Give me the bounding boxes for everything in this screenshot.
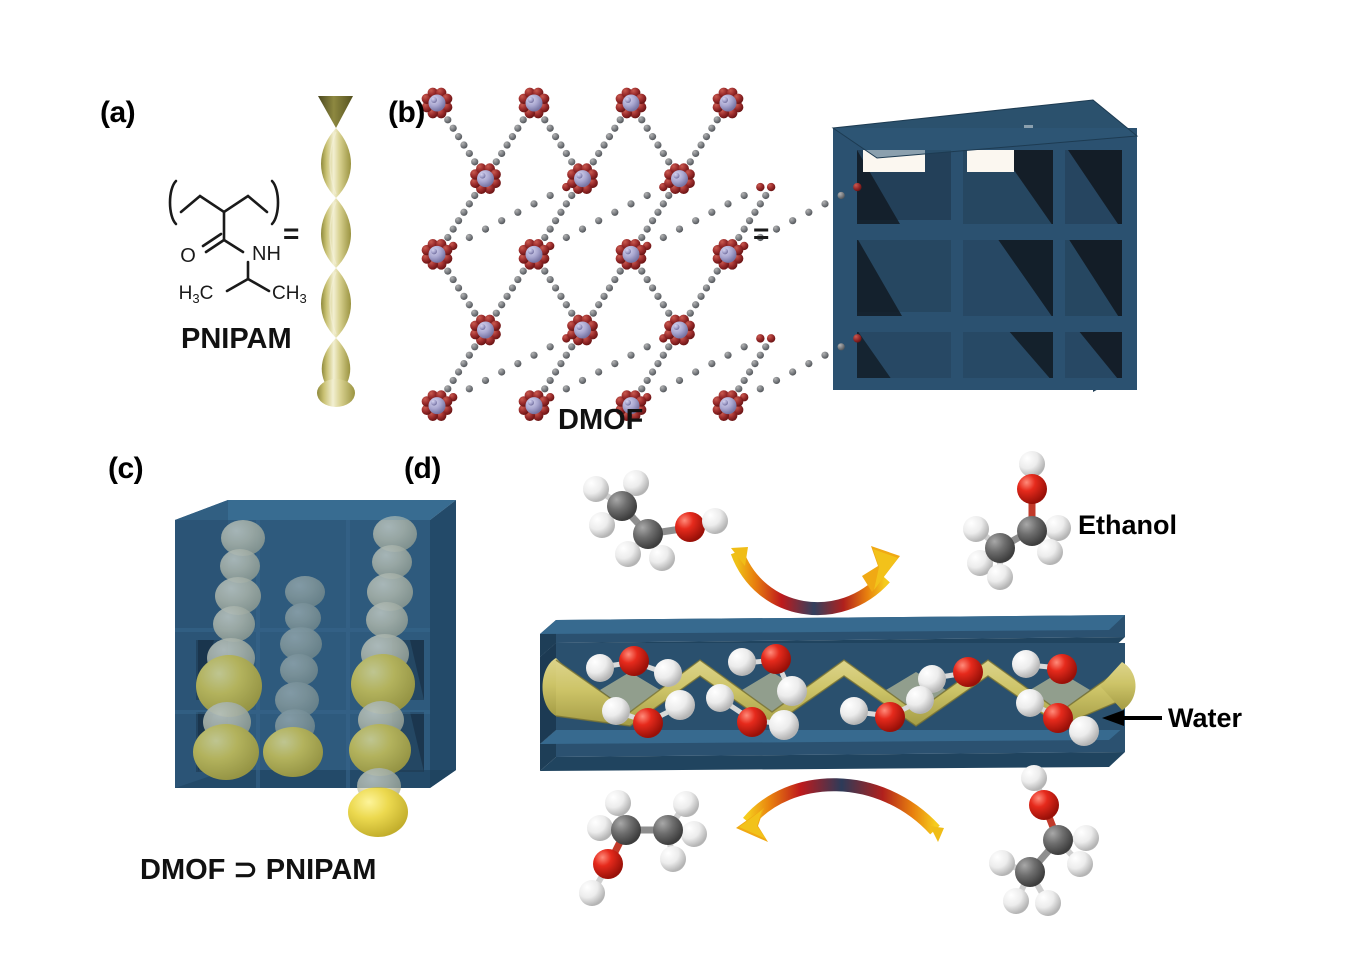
water-molecule [1012, 650, 1077, 684]
panel-label-a: (a) [100, 96, 136, 129]
pnipam-chain-middle [275, 576, 325, 743]
panel-label-c: (c) [108, 452, 144, 485]
water-molecule [918, 657, 983, 693]
pnipam-zigzag-chain [542, 658, 1136, 727]
equals-sign-b: = [753, 218, 770, 249]
amide-nh-label: NH [252, 243, 281, 265]
water-molecule [706, 684, 799, 740]
ethanol-molecule-bottom-right [989, 765, 1099, 916]
ethanol-molecule-top-left [583, 470, 728, 571]
pnipam-bead-middle-front [263, 727, 323, 777]
mof-channel-slab [540, 615, 1125, 771]
water-molecule [602, 690, 695, 738]
reaction-arrow-top-rightward [730, 546, 900, 616]
pnipam-skeletal-formula [168, 179, 280, 293]
dmof-lattice-beads [421, 87, 862, 422]
panel-label-b: (b) [388, 96, 425, 129]
pnipam-caption: PNIPAM [181, 323, 292, 355]
methyl-left-label: H3C [179, 283, 214, 306]
pnipam-chain-right [348, 516, 417, 837]
water-molecules-in-channel [586, 644, 1099, 746]
ethanol-molecule-bottom-left [579, 790, 707, 906]
methyl-right-label: CH3 [272, 283, 307, 306]
oxygen-atom-label: O [180, 245, 196, 267]
pnipam-helix-model [317, 96, 355, 407]
dmof-pnipam-caption: DMOF ⊃ PNIPAM [140, 854, 377, 886]
water-molecule [1016, 689, 1099, 746]
equals-sign-a: = [283, 218, 300, 249]
dmof-pnipam-composite-model [175, 500, 456, 837]
water-pointer-arrow [1102, 710, 1162, 726]
water-molecule [840, 686, 934, 732]
panel-label-d: (d) [404, 452, 441, 485]
water-molecule [728, 644, 807, 706]
dmof-caption: DMOF [558, 404, 644, 436]
framework-window-2 [967, 150, 1014, 172]
reaction-arrow-bottom-leftward [736, 778, 944, 842]
ethanol-label: Ethanol [1078, 510, 1177, 540]
pnipam-formula-atom-labels: O NH H3C CH3 [179, 243, 307, 306]
water-label: Water [1168, 703, 1243, 733]
dmof-cubic-framework-model [831, 99, 1139, 392]
framework-window-1 [863, 150, 925, 172]
framework-window-3 [1024, 126, 1032, 148]
ethanol-molecule-top-right [963, 451, 1071, 590]
pnipam-chain-left [193, 520, 265, 780]
water-molecule [586, 646, 682, 687]
